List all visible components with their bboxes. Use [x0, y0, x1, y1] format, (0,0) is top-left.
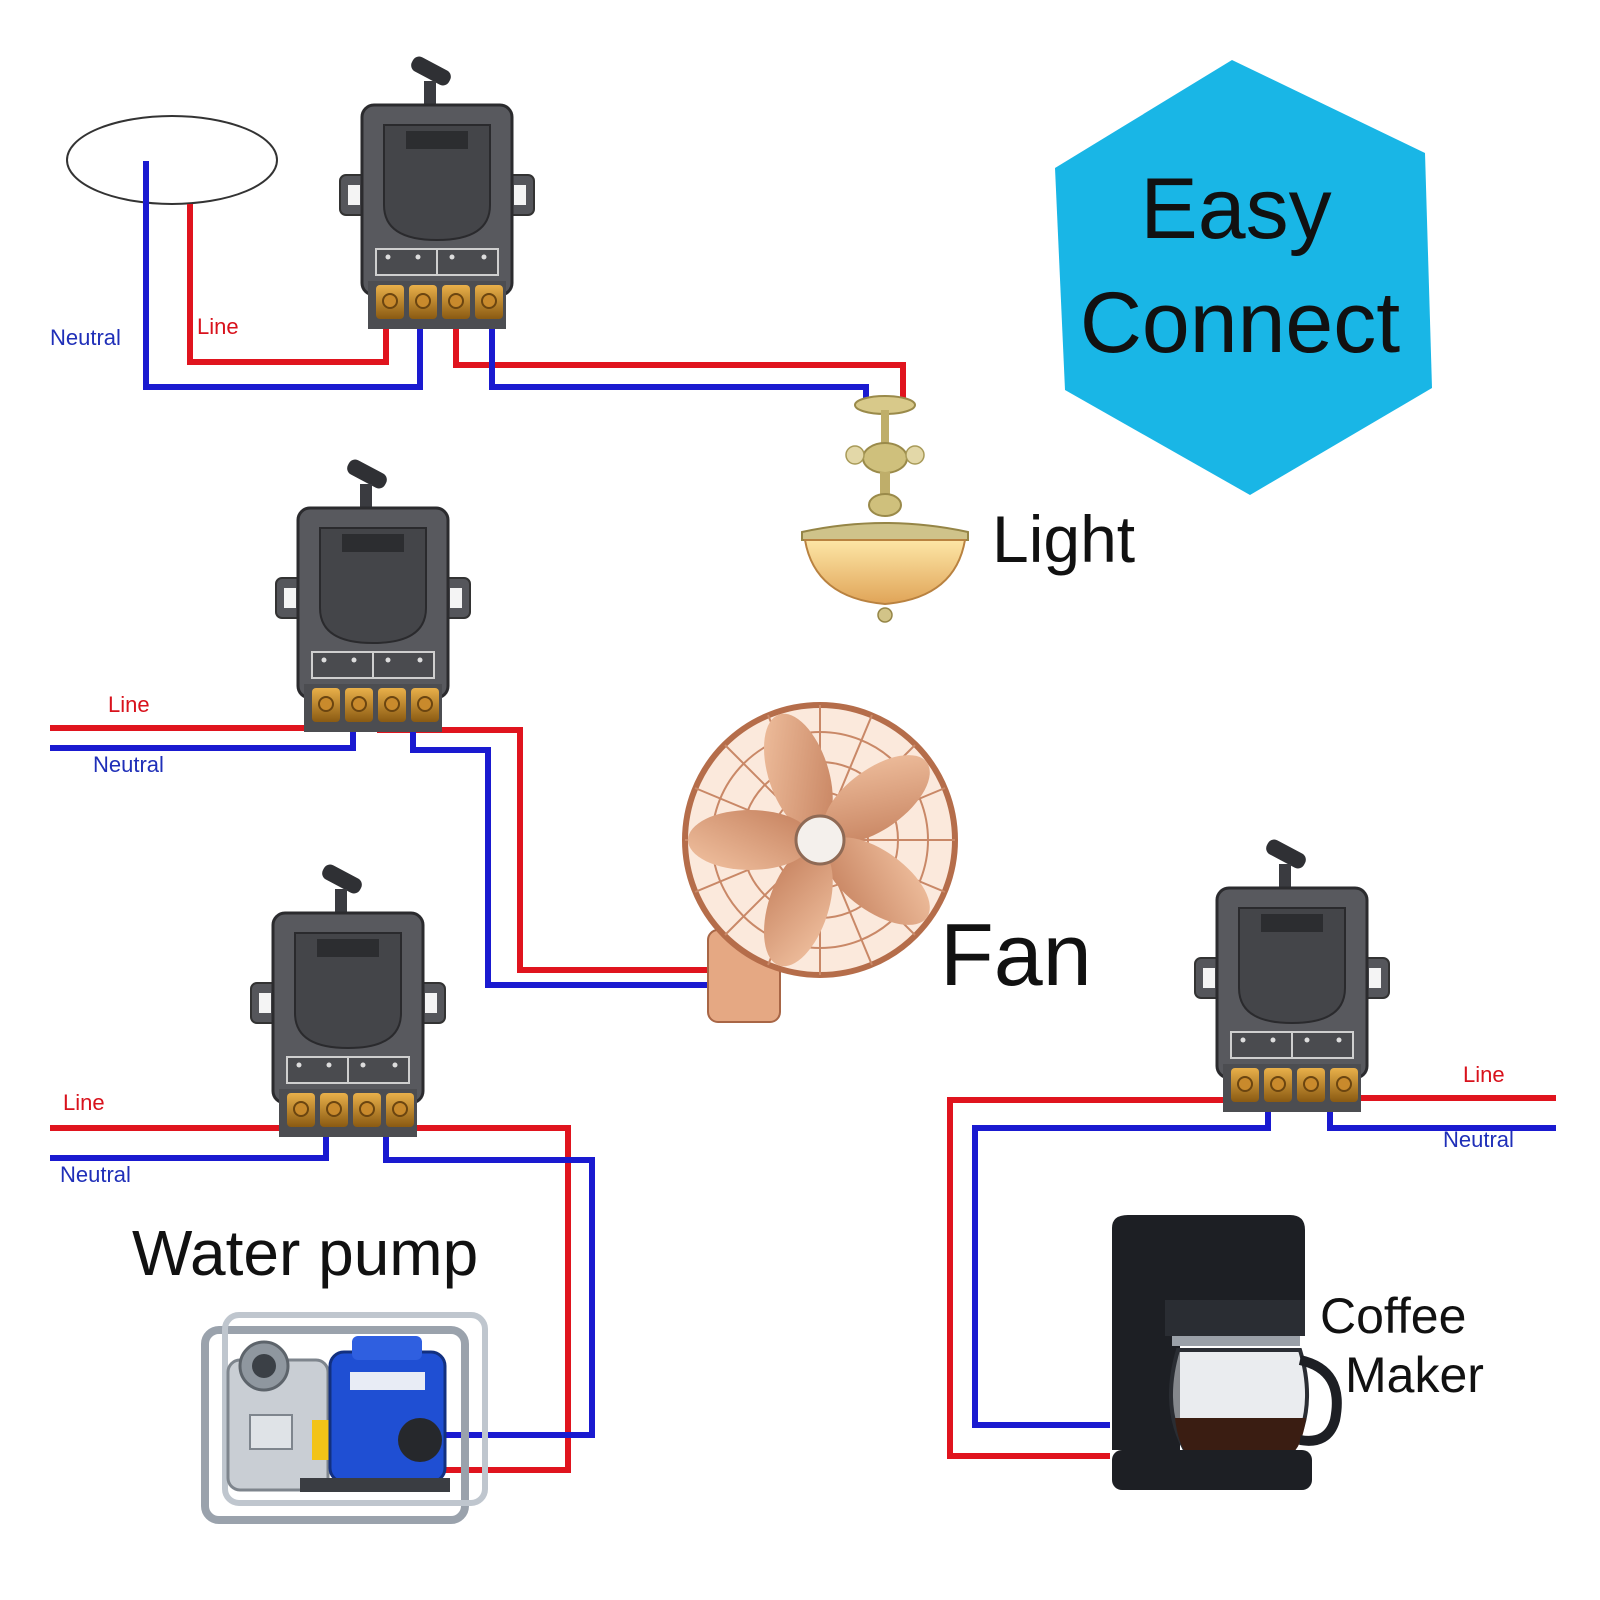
fan-line-in-wire — [50, 690, 326, 731]
fan-line-label: Line — [108, 692, 150, 717]
relay-module-coffee-maker — [1193, 835, 1391, 1114]
pump-line-label: Line — [63, 1090, 105, 1115]
pump-neutral-label: Neutral — [60, 1162, 131, 1187]
light-neutral-label: Neutral — [50, 325, 121, 350]
water-pump-icon — [201, 1312, 488, 1524]
circuit-coffee-maker: Line Neutral Coffee Maker — [947, 835, 1556, 1490]
light-line-in-wire — [187, 204, 389, 365]
coffee-maker-icon — [1112, 1215, 1342, 1490]
fan-label: Fan — [940, 905, 1092, 1004]
fan-neutral-label: Neutral — [93, 752, 164, 777]
ceiling-outline — [66, 115, 278, 205]
coffee-label-line2: Maker — [1345, 1347, 1484, 1403]
easy-connect-badge: Easy Connect — [1055, 60, 1432, 495]
wall-fan-icon — [682, 702, 958, 1023]
light-neutral-in-wire — [143, 161, 423, 390]
light-label: Light — [992, 502, 1135, 576]
light-line-out-wire — [453, 322, 906, 398]
coffee-neutral-label: Neutral — [1443, 1127, 1514, 1152]
relay-module-light — [338, 52, 536, 331]
light-line-label: Line — [197, 314, 239, 339]
circuit-fan: Line Neutral — [50, 455, 1092, 1023]
coffee-label-line1: Coffee — [1320, 1288, 1466, 1344]
badge-line2: Connect — [1080, 275, 1400, 371]
relay-module-water-pump — [249, 860, 447, 1139]
light-neutral-out-wire — [489, 322, 869, 398]
badge-hexagon — [1055, 60, 1432, 495]
circuit-water-pump: Line Neutral Water pump — [50, 860, 595, 1524]
circuit-light: Neutral Line Light — [50, 52, 1135, 623]
badge-line1: Easy — [1140, 161, 1331, 257]
fan-neutral-out-wire — [410, 690, 712, 988]
chandelier-icon — [801, 395, 969, 623]
coffee-line-label: Line — [1463, 1062, 1505, 1087]
water-pump-label: Water pump — [132, 1217, 478, 1289]
relay-module-fan — [274, 455, 472, 734]
